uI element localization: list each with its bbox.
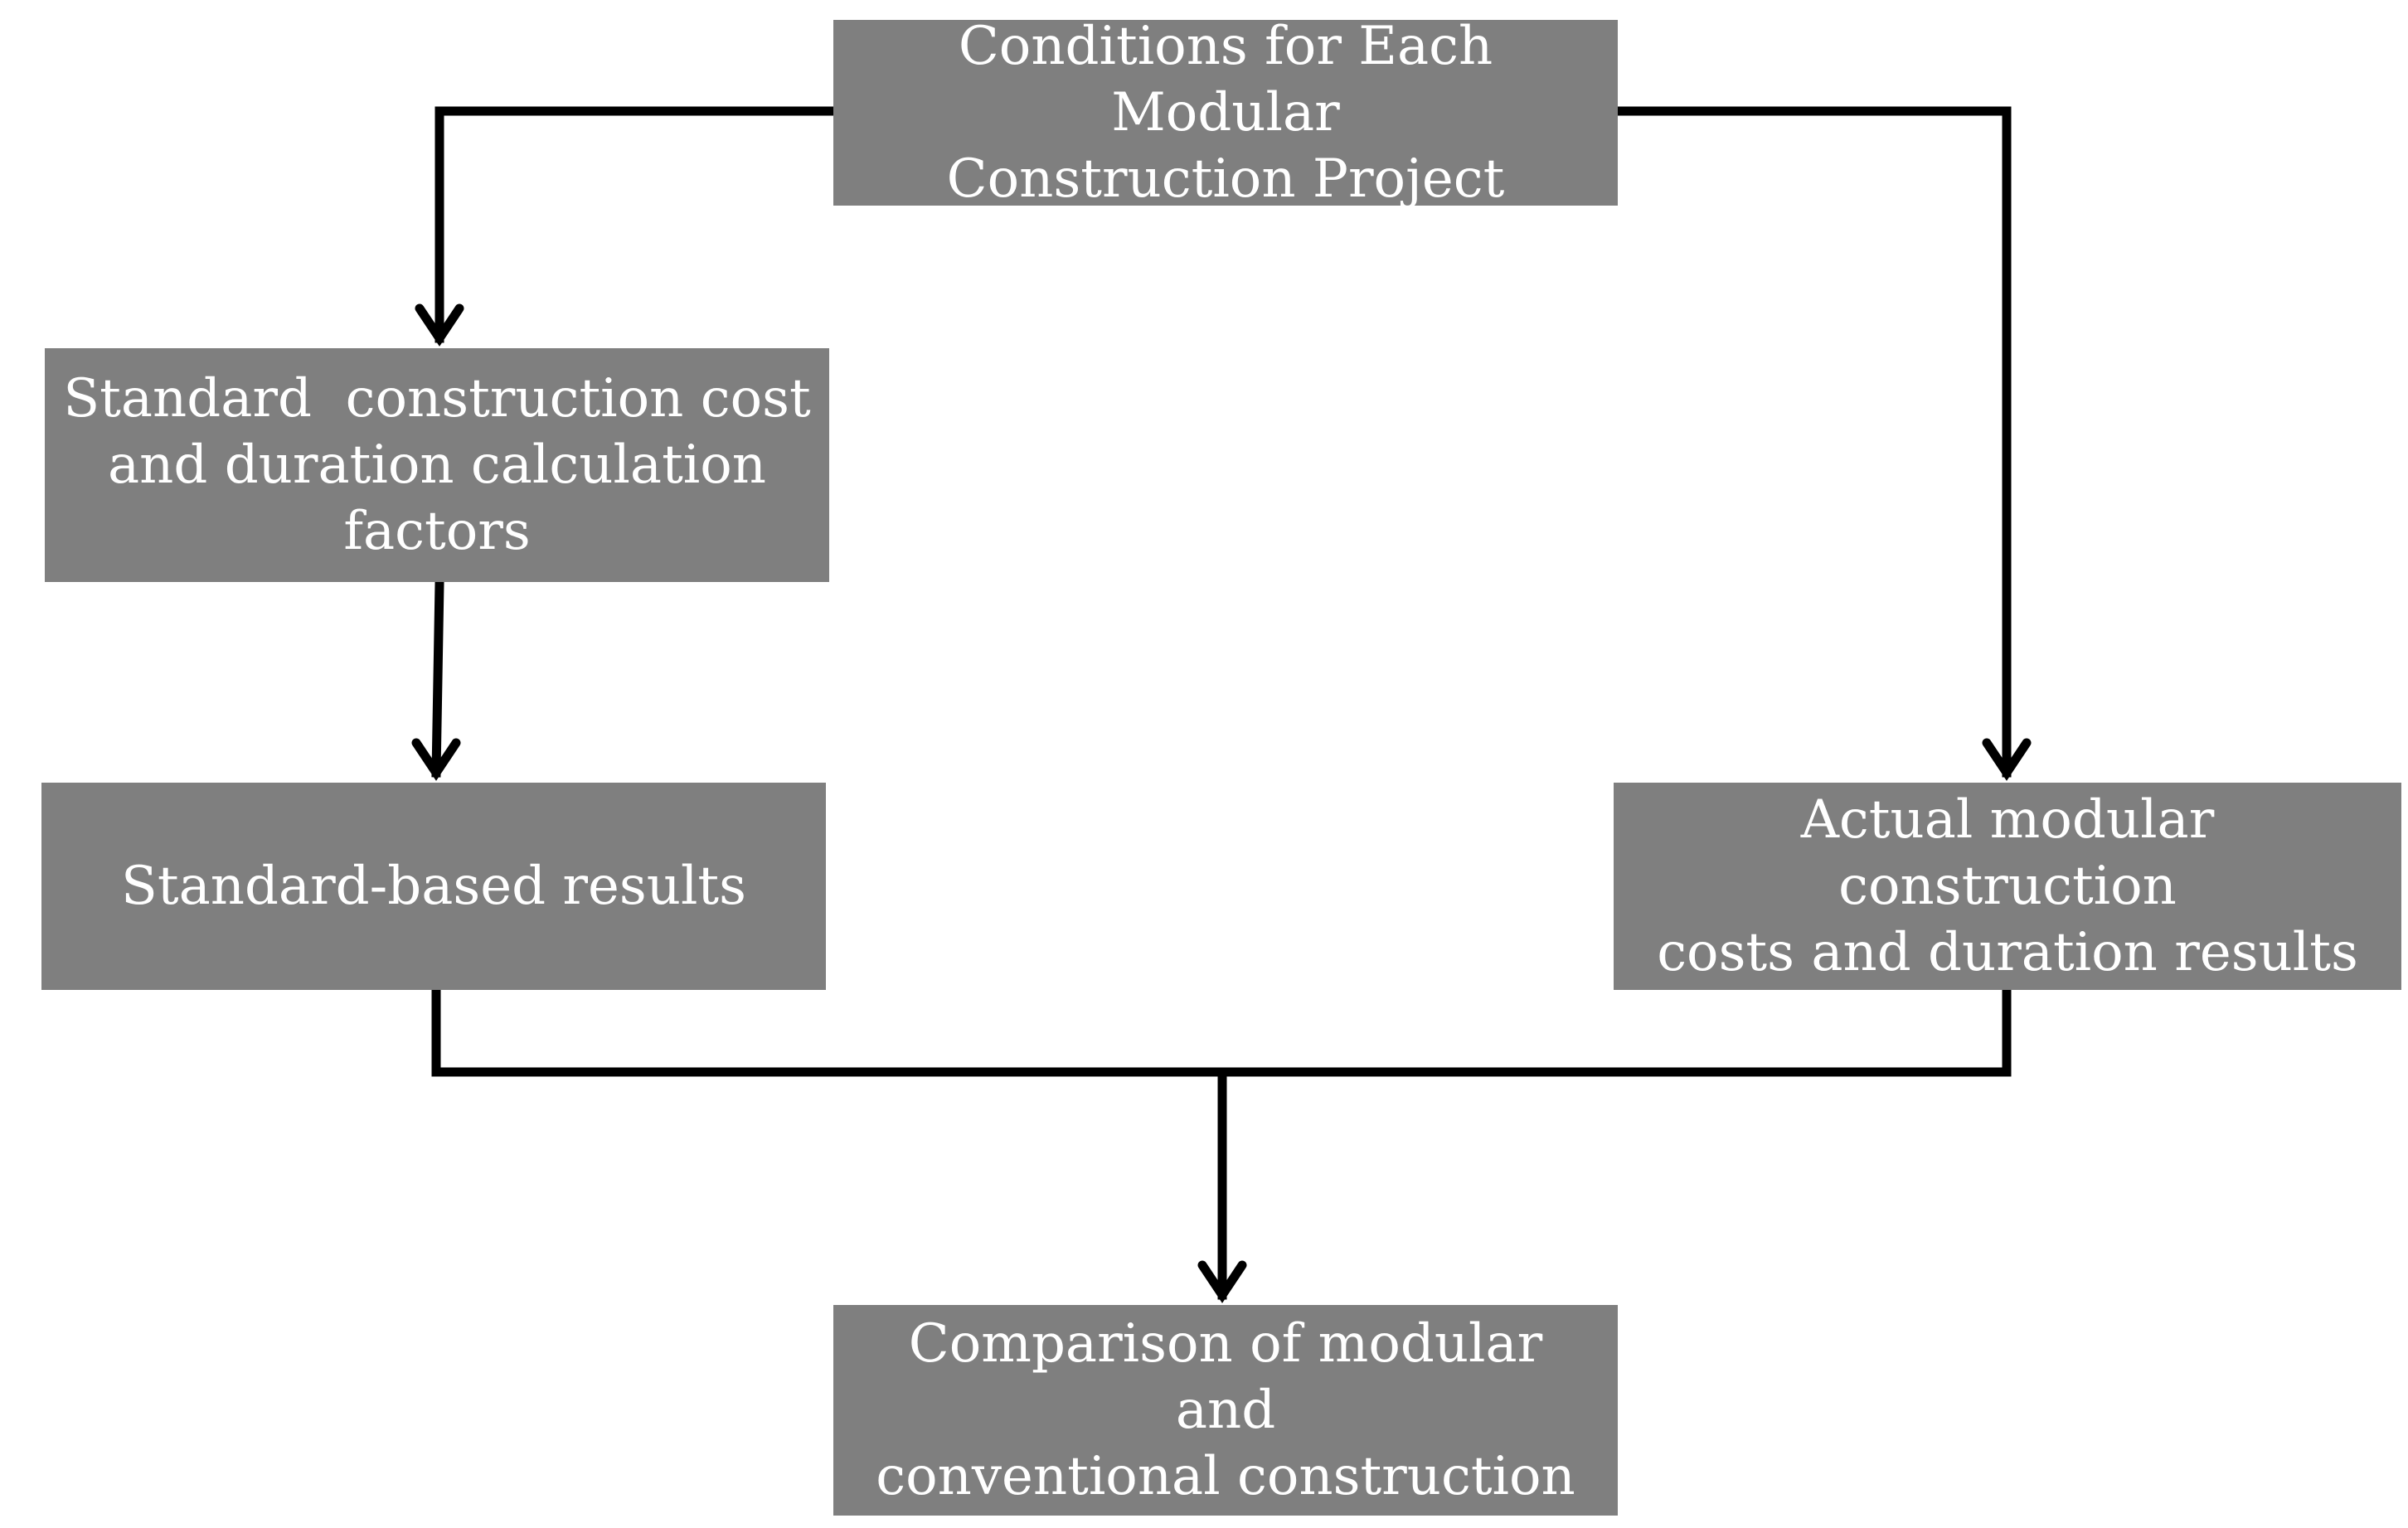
arrowhead-actual	[1982, 738, 2032, 781]
standard-factors-line-3: factors	[343, 501, 531, 562]
standard-factors-box: Standard construction cost and duration …	[45, 348, 829, 582]
conditions-box: Conditions for Each Modular Construction…	[833, 16, 1618, 210]
connector-factors-to-results	[431, 579, 444, 778]
standard-factors-line-1: Standard construction cost	[63, 368, 811, 429]
conditions-line-1: Conditions for Each Modular	[958, 16, 1493, 143]
comparison-line-1: Comparison of modular and	[908, 1313, 1543, 1441]
arrowhead-comparison	[1197, 1260, 1247, 1303]
arrowhead-factors	[415, 303, 464, 347]
connector-conditions-to-factors	[435, 106, 838, 343]
actual-results-line-1: Actual modular construction	[1800, 789, 2215, 917]
conditions-line-2: Construction Project	[946, 148, 1505, 210]
standard-results-line-1: Standard-based results	[121, 856, 746, 917]
comparison-line-2: conventional construction	[876, 1446, 1575, 1507]
actual-results-box: Actual modular construction costs and du…	[1614, 783, 2401, 990]
standard-results-box: Standard-based results	[41, 783, 826, 990]
standard-factors-line-2: and duration calculation	[108, 434, 766, 496]
arrowhead-standard-results	[411, 738, 461, 781]
connector-merge	[431, 987, 2012, 1077]
connector-conditions-to-actual	[1613, 106, 2012, 778]
comparison-box: Comparison of modular and conventional c…	[833, 1305, 1618, 1516]
actual-results-line-2: costs and duration results	[1657, 922, 2358, 983]
